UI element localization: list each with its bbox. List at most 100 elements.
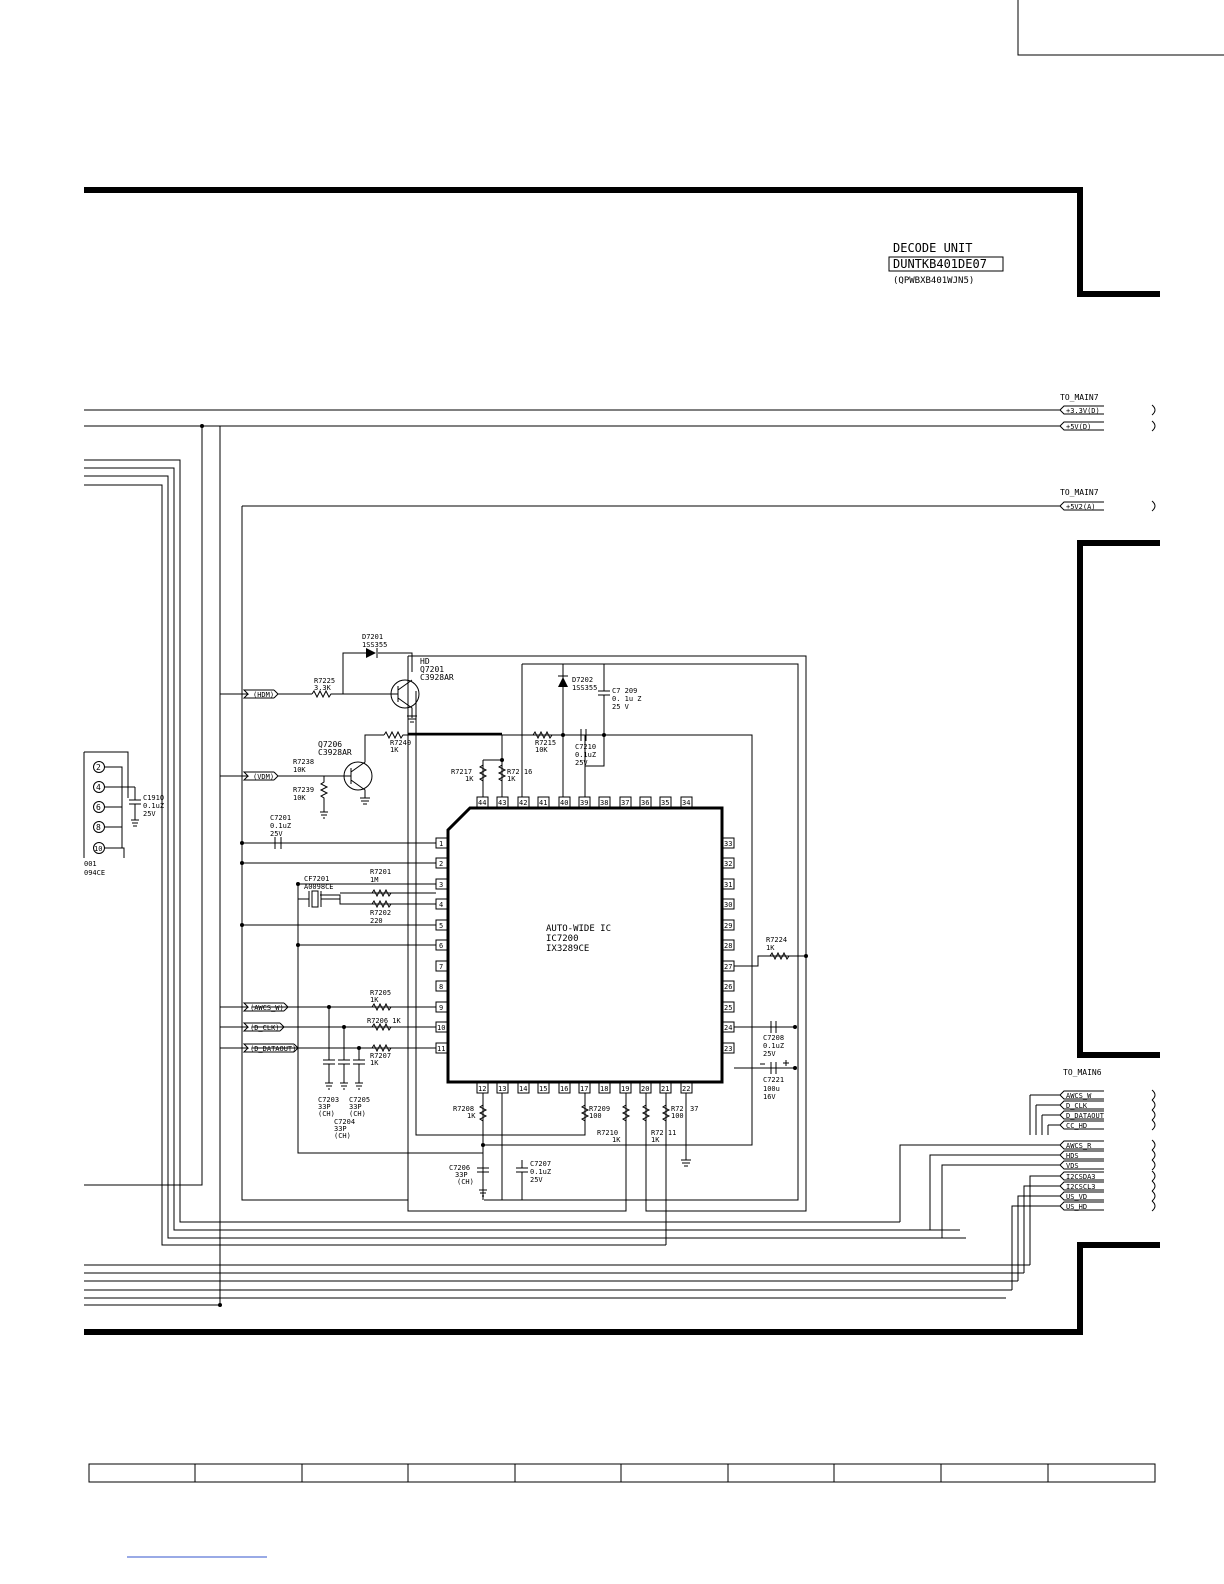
svg-text:100u: 100u [763,1085,780,1093]
net-awcs-w: (AWCS_W) [220,1002,289,1012]
bottom-grid [88,1463,1156,1483]
svg-text:D_DATAOUT: D_DATAOUT [1066,1112,1105,1120]
svg-text:+3.3V(D): +3.3V(D) [1066,407,1100,415]
conn-hds: HDS [1059,1149,1156,1161]
svg-text:(CH): (CH) [457,1178,474,1186]
svg-text:4: 4 [96,783,101,792]
svg-text:22: 22 [682,1085,690,1093]
svg-text:18: 18 [600,1085,608,1093]
svg-text:001: 001 [84,860,97,868]
svg-text:40: 40 [560,799,568,807]
svg-text:25 V: 25 V [612,703,630,711]
svg-text:15: 15 [539,1085,547,1093]
svg-text:R7215: R7215 [535,739,556,747]
svg-text:10K: 10K [293,794,306,802]
svg-text:1K: 1K [390,746,399,754]
svg-text:+5V2(A): +5V2(A) [1066,503,1096,511]
svg-text:R72: R72 [671,1105,684,1113]
r7210: R7210 1K [597,1104,631,1144]
svg-text:(HDM): (HDM) [253,691,274,699]
svg-text:16V: 16V [763,1093,776,1101]
svg-text:33P: 33P [318,1103,331,1111]
svg-text:094CE: 094CE [84,869,105,877]
r7215: R7215 10K [532,730,556,754]
svg-text:C1910: C1910 [143,794,164,802]
net-hdm: (HDM) [220,689,312,699]
svg-text:(CH): (CH) [318,1110,335,1118]
svg-text:HDS: HDS [1066,1152,1079,1160]
svg-text:25V: 25V [575,759,588,767]
ground-pin22 [681,1159,691,1167]
r7239: R7239 10K [293,786,314,802]
conn-awcs-r: AWCS_R [1059,1139,1156,1151]
svg-text:R72 16: R72 16 [507,768,532,776]
svg-text:1K: 1K [370,996,379,1004]
conn-vds: VDS [1059,1159,1156,1171]
svg-text:25V: 25V [763,1050,776,1058]
c7203: C7203 33P (CH) [318,1096,339,1118]
page-corner-box [1017,0,1224,56]
unit-code-box [888,256,1004,272]
unit-frame [84,187,1160,1335]
svg-text:33P: 33P [455,1171,468,1179]
svg-text:HD: HD [420,657,430,666]
svg-text:9: 9 [439,1004,443,1012]
r7206: R7206 1K [367,1017,402,1032]
svg-text:(D_CLK): (D_CLK) [250,1024,280,1032]
conn-us-hd: US_HD [1059,1200,1156,1212]
svg-text:R7224: R7224 [766,936,787,944]
unit-title: DECODE UNIT [893,241,972,255]
svg-text:6: 6 [439,942,443,950]
svg-text:0.1uZ: 0.1uZ [530,1168,551,1176]
unit-part: (QPWBXB401WJN5) [893,276,974,286]
svg-text:21: 21 [661,1085,669,1093]
svg-text:CF7201: CF7201 [304,875,329,883]
svg-text:39: 39 [580,799,588,807]
r7237: R72 100 37 [661,1104,698,1122]
svg-text:12: 12 [478,1085,486,1093]
unit-code: DUNTKB401DE07 [893,257,987,271]
svg-text:CC_HD: CC_HD [1066,1122,1087,1130]
svg-text:20: 20 [641,1085,649,1093]
svg-text:8: 8 [96,823,101,832]
svg-text:4: 4 [439,901,443,909]
svg-text:1SS355: 1SS355 [362,641,387,649]
c7206: C7206 33P (CH) [449,1153,489,1197]
svg-text:1K: 1K [507,775,516,783]
r7238: R7238 10K [293,758,329,819]
svg-text:C3928AR: C3928AR [318,748,352,757]
conn-d-clk: D_CLK [1059,1099,1156,1111]
svg-text:43: 43 [498,799,506,807]
svg-text:10K: 10K [293,766,306,774]
svg-text:33: 33 [724,840,732,848]
svg-text:26: 26 [724,983,732,991]
svg-text:1K: 1K [370,1059,379,1067]
svg-text:(CH): (CH) [334,1132,351,1140]
svg-text:D_CLK: D_CLK [1066,1102,1088,1110]
r7209: R7209 100 [580,1104,610,1122]
svg-text:+5V(D): +5V(D) [1066,423,1091,431]
r7202: R7202 220 [370,899,392,925]
svg-text:1M: 1M [370,876,378,884]
svg-text:37: 37 [621,799,629,807]
svg-text:33P: 33P [334,1125,347,1133]
svg-text:36: 36 [641,799,649,807]
svg-text:(AWCS_W): (AWCS_W) [250,1004,284,1012]
junctions [200,424,808,1307]
d7202: D7202 1SS355 [558,675,597,692]
svg-text:C7206: C7206 [449,1164,470,1172]
svg-text:24: 24 [724,1024,732,1032]
conn-3v3: +3.3V(D) [1059,404,1156,416]
r7208: R7208 1K [453,1104,488,1122]
ic-pins-right: 33 32 31 30 29 28 27 26 25 24 23 [722,837,735,1054]
conn-to-main6: AWCS_W D_CLK D_DATAOUT CC_HD AWCS_R HDS … [1059,1089,1156,1212]
svg-text:D7202: D7202 [572,676,593,684]
svg-text:42: 42 [519,799,527,807]
ic-part: IX3289CE [546,944,589,954]
svg-text:19: 19 [621,1085,629,1093]
conn-i2csda3: I2CSDA3 [1059,1170,1156,1182]
r7240: R7240 1K [383,730,502,754]
svg-text:1K: 1K [465,775,474,783]
conn-i2cscl3: I2CSCL3 [1059,1180,1156,1192]
conn-us-vd: US_VD [1059,1190,1156,1202]
